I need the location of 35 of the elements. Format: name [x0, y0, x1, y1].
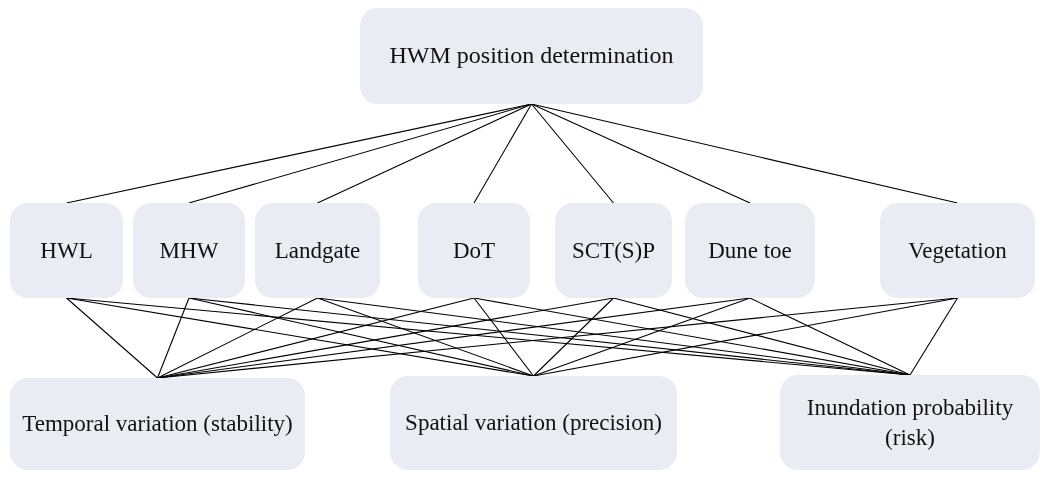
- node-label: HWM position determination: [389, 41, 674, 71]
- rounded-box: [255, 203, 380, 298]
- node-label: Temporal variation (stability): [22, 410, 293, 439]
- node-label: MHW: [159, 236, 219, 265]
- node-label: DoT: [452, 236, 496, 265]
- node-label: Inundation probability (risk): [805, 393, 1015, 452]
- rounded-box: [360, 8, 703, 104]
- connector-line: [909, 297, 959, 376]
- connector-line: [156, 297, 190, 379]
- connector-line: [65, 297, 159, 379]
- rounded-box: [10, 378, 305, 470]
- node-label: Spatial variation (precision): [405, 409, 662, 438]
- rounded-box: [780, 375, 1040, 470]
- rounded-box: [10, 203, 123, 298]
- node-label: Dune toe: [708, 236, 792, 265]
- connector-line: [316, 103, 533, 204]
- rounded-box: [133, 203, 245, 298]
- rounded-box: [880, 203, 1035, 298]
- rounded-box: [390, 376, 677, 470]
- rounded-box: [418, 203, 530, 298]
- rounded-box: [555, 203, 672, 298]
- node-label: HWL: [40, 236, 93, 265]
- connector-line: [530, 103, 751, 204]
- connector-line: [473, 103, 533, 204]
- connector-line: [530, 103, 615, 204]
- node-label: Landgate: [274, 236, 361, 265]
- node-label: SCT(S)P: [571, 236, 656, 265]
- connector-line: [532, 297, 615, 377]
- connector-line: [473, 297, 535, 377]
- rounded-box: [685, 203, 815, 298]
- connector-line: [530, 103, 959, 204]
- connector-line: [156, 297, 319, 379]
- connector-line: [532, 297, 959, 377]
- connector-line: [749, 297, 911, 376]
- node-label: Vegetation: [908, 236, 1007, 265]
